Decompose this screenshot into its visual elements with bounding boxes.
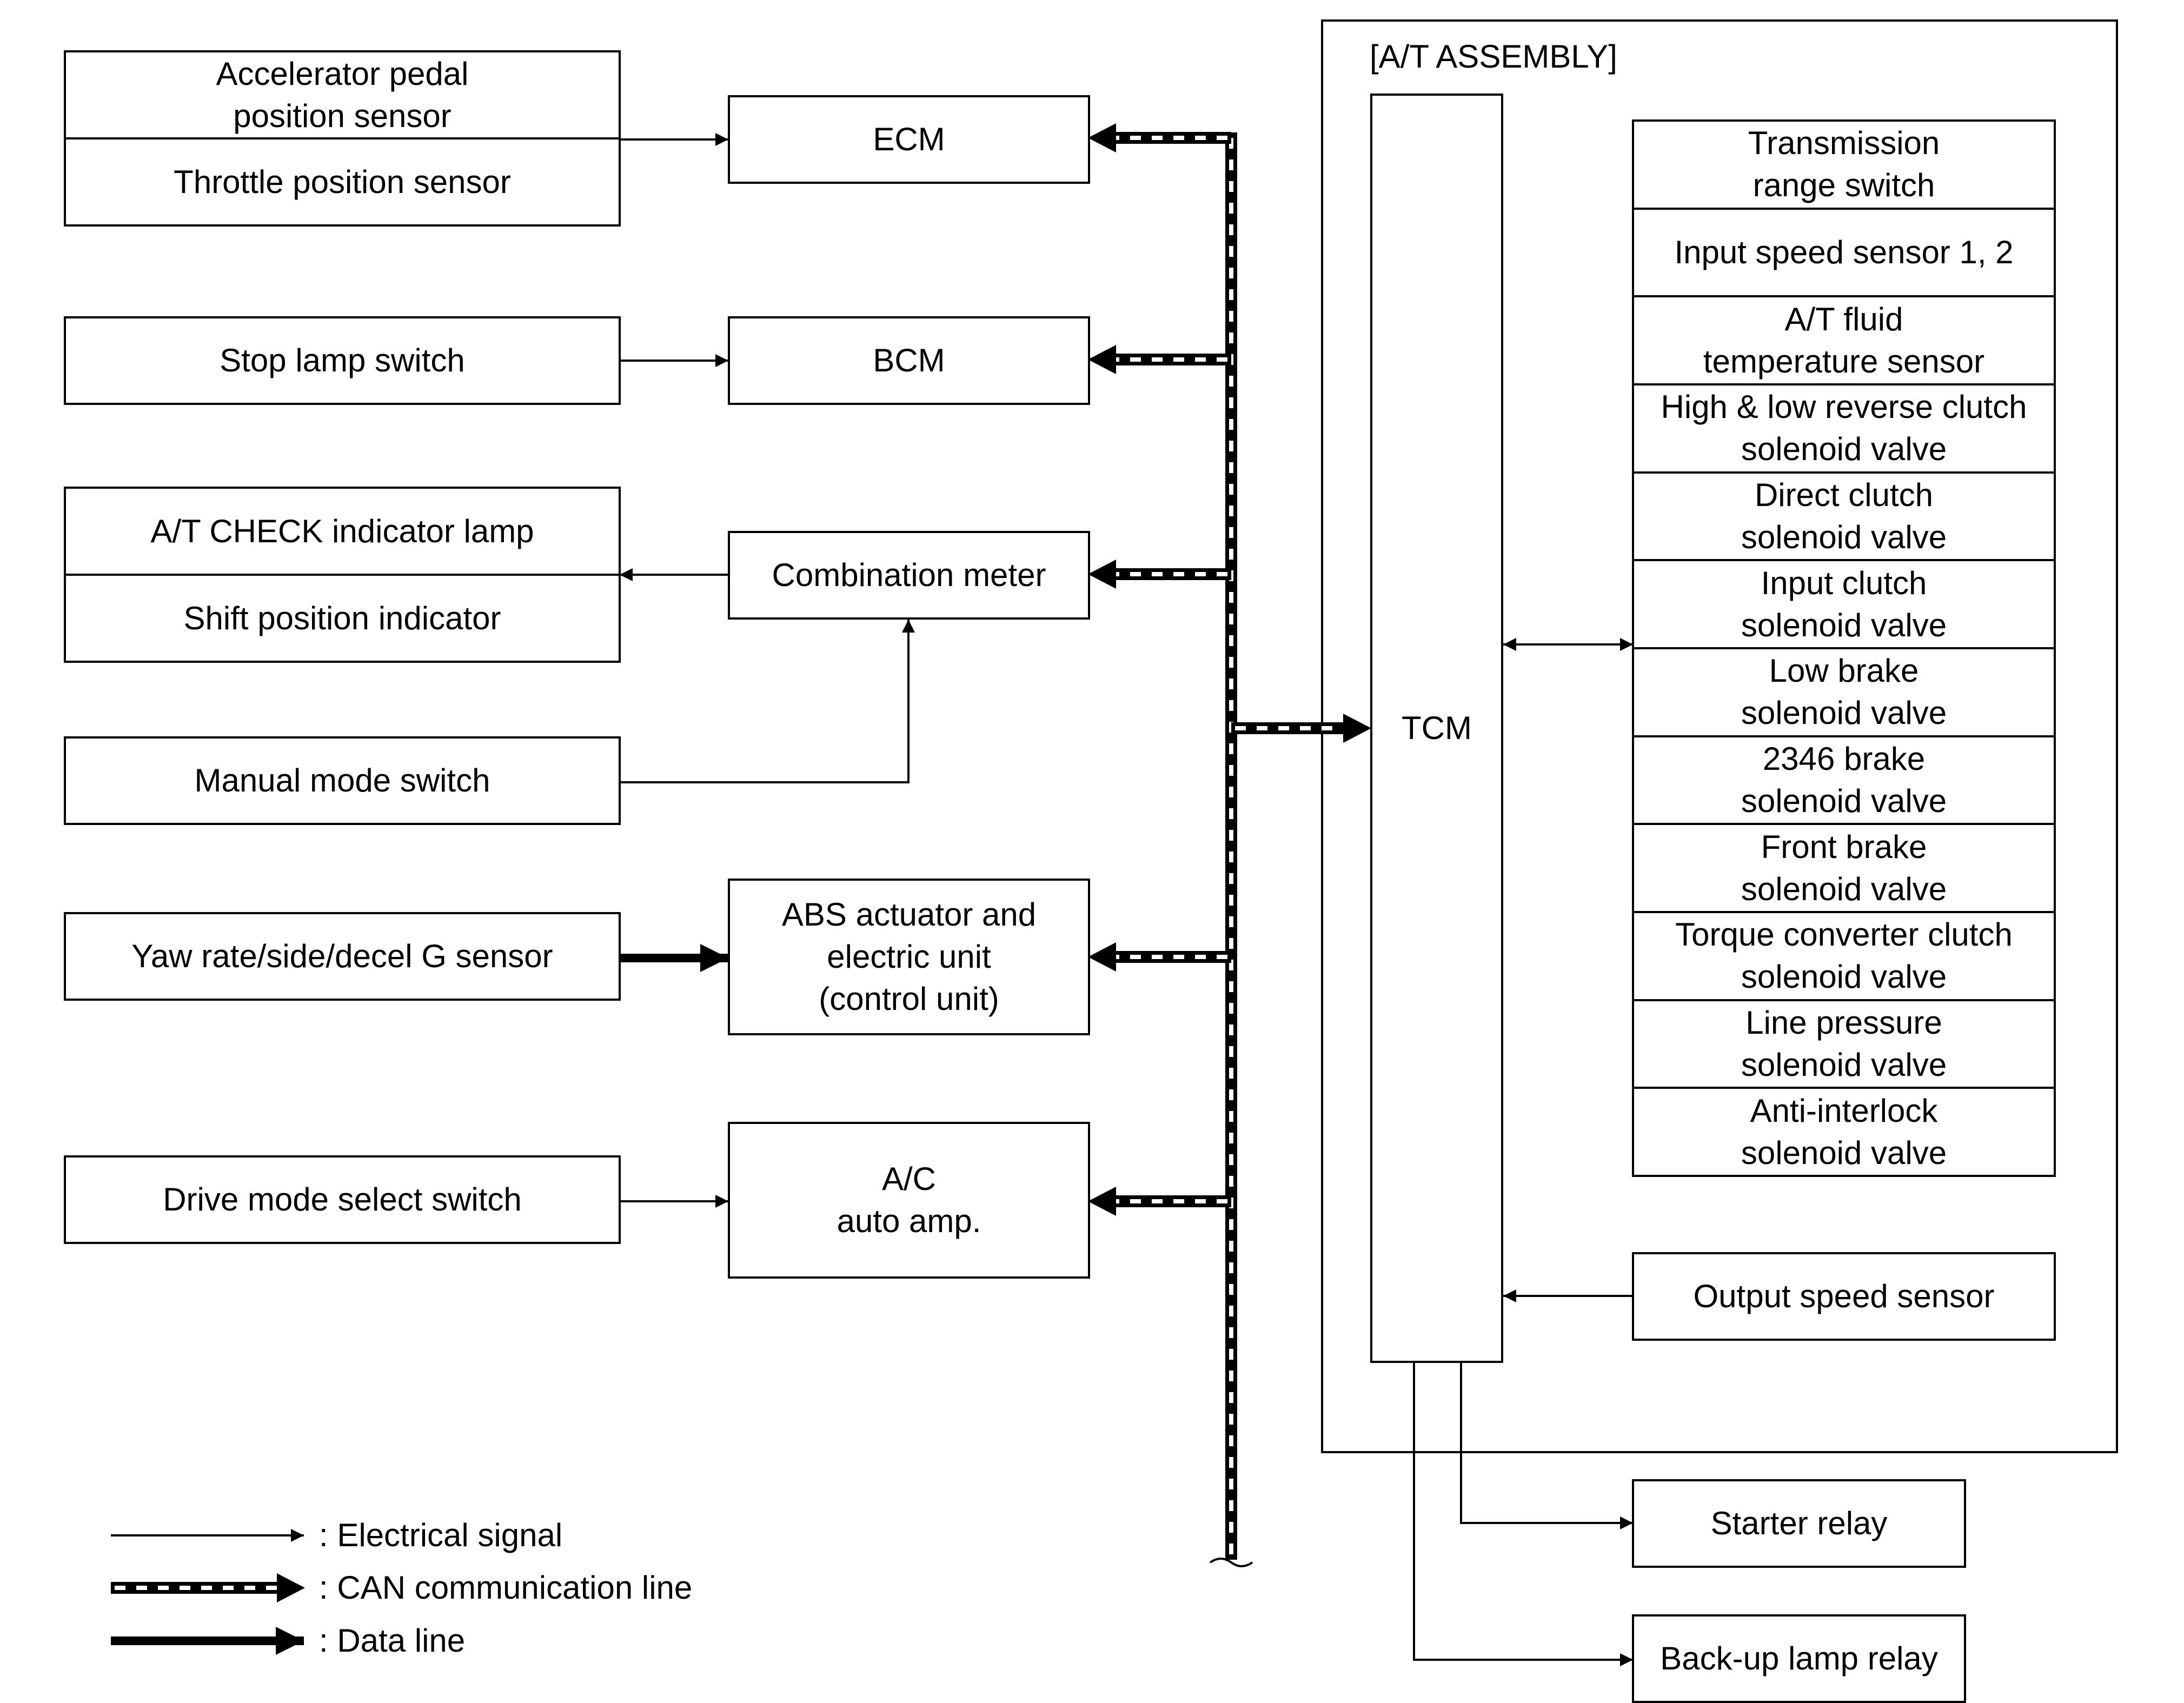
anti-interlock-solenoid: Anti-interlock solenoid valve <box>1634 1087 2054 1175</box>
torque-converter-clutch-solenoid: Torque converter clutch solenoid valve <box>1634 911 2054 999</box>
can-bus-line <box>1209 132 1253 1567</box>
manual-mode-switch-box: Manual mode switch <box>64 736 621 825</box>
indicator-box: A/T CHECK indicator lamp Shift position … <box>64 487 621 663</box>
front-brake-solenoid: Front brake solenoid valve <box>1634 823 2054 911</box>
accel-throttle-sensor-box: Accelerator pedal position sensor Thrott… <box>64 50 621 227</box>
tcm-box: TCM <box>1370 94 1503 1363</box>
signal-tcm-to-backup-relay <box>1413 1362 1633 1666</box>
tcm: TCM <box>1402 710 1472 746</box>
abs-unit-box: ABS actuator and electric unit (control … <box>728 879 1090 1035</box>
input-clutch-solenoid: Input clutch solenoid valve <box>1634 559 2054 647</box>
starter-relay-box: Starter relay <box>1632 1479 1966 1568</box>
line-pressure-solenoid: Line pressure solenoid valve <box>1634 999 2054 1087</box>
signal-manual-mode-to-meter <box>620 620 915 783</box>
can-branch-bcm <box>1088 345 1231 374</box>
at-assembly-outline <box>1321 19 2118 1453</box>
accelerator-pedal-sensor: Accelerator pedal position sensor <box>216 55 469 134</box>
backup-lamp-relay: Back-up lamp relay <box>1660 1640 1938 1677</box>
ac-auto-amp-box: A/C auto amp. <box>728 1122 1090 1279</box>
signal-tcm-to-starter-relay <box>1460 1362 1633 1529</box>
bcm-box: BCM <box>728 316 1090 405</box>
yaw-rate-sensor: Yaw rate/side/decel G sensor <box>131 938 553 974</box>
can-branch-ac <box>1088 1187 1231 1216</box>
at-fluid-temperature-sensor: A/T fluid temperature sensor <box>1634 295 2054 383</box>
transmission-range-switch: Transmission range switch <box>1748 125 1940 204</box>
shift-position-indicator: Shift position indicator <box>66 574 619 661</box>
can-branch-abs <box>1088 942 1231 972</box>
output-speed-sensor: Output speed sensor <box>1693 1278 1995 1314</box>
yaw-rate-sensor-box: Yaw rate/side/decel G sensor <box>64 912 621 1001</box>
at-assembly-label: [A/T ASSEMBLY] <box>1370 38 1617 75</box>
legend-can-line: : CAN communication line <box>319 1569 693 1606</box>
ecm-box: ECM <box>728 95 1090 184</box>
direct-clutch-solenoid: Direct clutch solenoid valve <box>1634 471 2054 560</box>
starter-relay: Starter relay <box>1710 1505 1888 1541</box>
high-low-reverse-clutch-solenoid: High & low reverse clutch solenoid valve <box>1634 383 2054 471</box>
output-speed-sensor-box: Output speed sensor <box>1632 1252 2056 1341</box>
ecm: ECM <box>873 121 945 157</box>
bcm: BCM <box>873 342 945 378</box>
can-branch-tcm <box>1231 714 1371 743</box>
at-check-indicator-lamp: A/T CHECK indicator lamp <box>150 513 534 549</box>
legend-can-symbol <box>111 1573 305 1602</box>
manual-mode-switch: Manual mode switch <box>194 762 490 799</box>
input-speed-sensor: Input speed sensor 1, 2 <box>1634 207 2054 296</box>
can-branch-ecm <box>1088 123 1231 152</box>
at-components-stack: Transmission range switch Input speed se… <box>1632 119 2056 1177</box>
drive-mode-select-switch-box: Drive mode select switch <box>64 1155 621 1244</box>
backup-lamp-relay-box: Back-up lamp relay <box>1632 1614 1966 1703</box>
combination-meter-box: Combination meter <box>728 531 1090 620</box>
legend-electrical-signal: : Electrical signal <box>319 1517 563 1553</box>
can-branch-combination-meter <box>1088 560 1231 589</box>
legend-data-line: : Data line <box>319 1622 466 1659</box>
stop-lamp-switch: Stop lamp switch <box>220 342 465 378</box>
ac-auto-amp: A/C auto amp. <box>837 1161 981 1239</box>
combination-meter: Combination meter <box>772 557 1046 593</box>
abs-unit: ABS actuator and electric unit (control … <box>781 896 1037 1017</box>
stop-lamp-switch-box: Stop lamp switch <box>64 316 621 405</box>
drive-mode-select-switch: Drive mode select switch <box>163 1181 522 1218</box>
low-brake-solenoid: Low brake solenoid valve <box>1634 647 2054 735</box>
throttle-position-sensor: Throttle position sensor <box>66 137 619 224</box>
brake-2346-solenoid: 2346 brake solenoid valve <box>1634 735 2054 823</box>
